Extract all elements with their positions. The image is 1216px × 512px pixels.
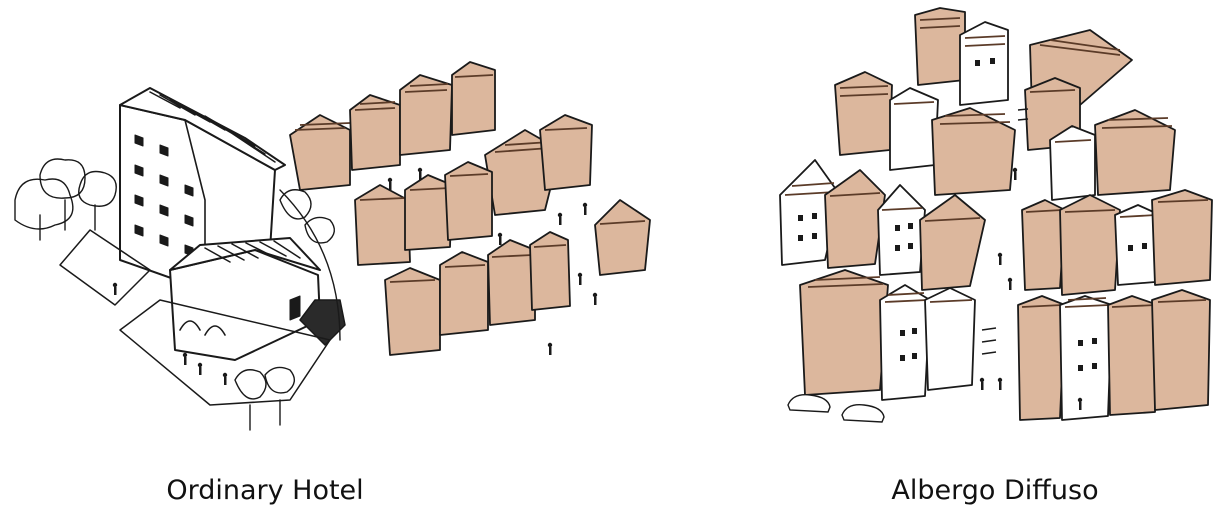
ordinary-hotel-caption: Ordinary Hotel: [140, 474, 390, 508]
ordinary-hotel-drawing: [0, 0, 660, 470]
albergo-diffuso-caption: Albergo Diffuso: [870, 474, 1120, 508]
village-houses: [290, 62, 650, 355]
cars: [788, 395, 884, 422]
albergo-diffuso-drawing: [760, 0, 1216, 470]
ordinary-hotel-sketch: [0, 0, 660, 470]
albergo-diffuso-sketch: [760, 0, 1216, 470]
hotel-annex: [170, 238, 320, 360]
